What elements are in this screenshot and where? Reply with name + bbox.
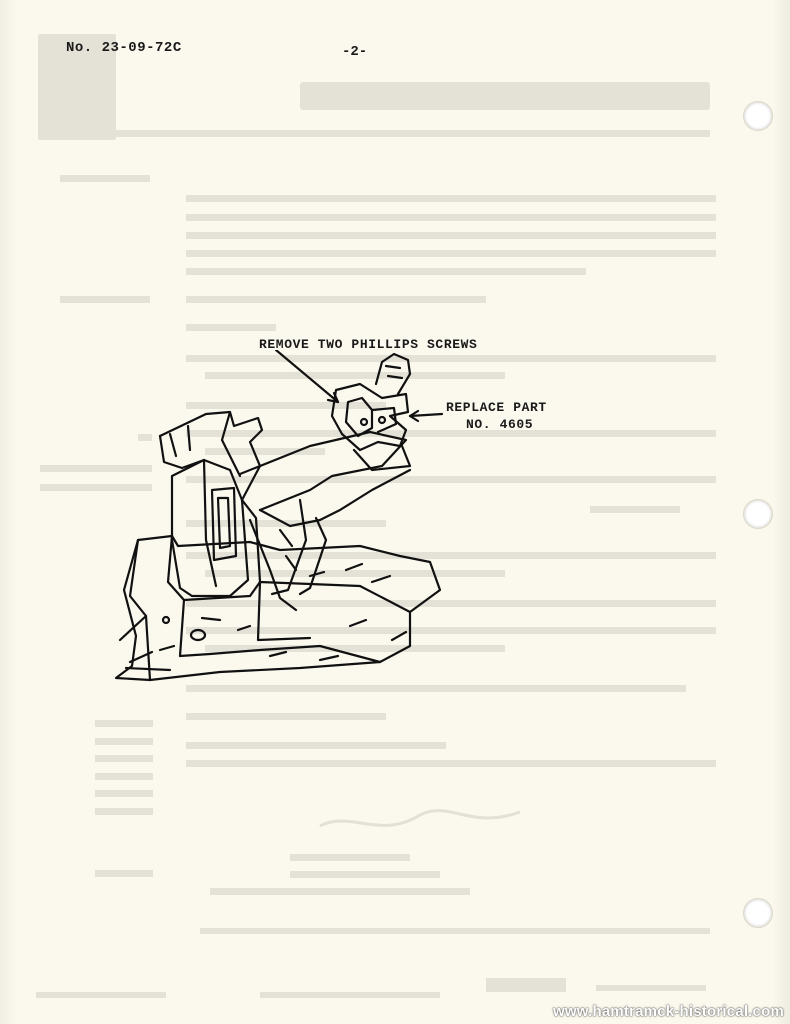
binder-hole (743, 499, 773, 529)
replace-part-callout: REPLACE PART NO. 4605 (446, 399, 547, 433)
bulletin-number: No. 23-09-72C (66, 40, 182, 56)
site-watermark: www.hamtramck-historical.com (553, 1003, 784, 1020)
binder-hole (743, 101, 773, 131)
seat-belt-retractor-illustration (114, 350, 444, 682)
page-number: -2- (342, 44, 368, 60)
part-number-label: NO. 4605 (466, 417, 534, 432)
binder-hole (743, 898, 773, 928)
replace-part-label: REPLACE PART (446, 400, 547, 415)
remove-screws-callout: REMOVE TWO PHILLIPS SCREWS (259, 337, 478, 352)
